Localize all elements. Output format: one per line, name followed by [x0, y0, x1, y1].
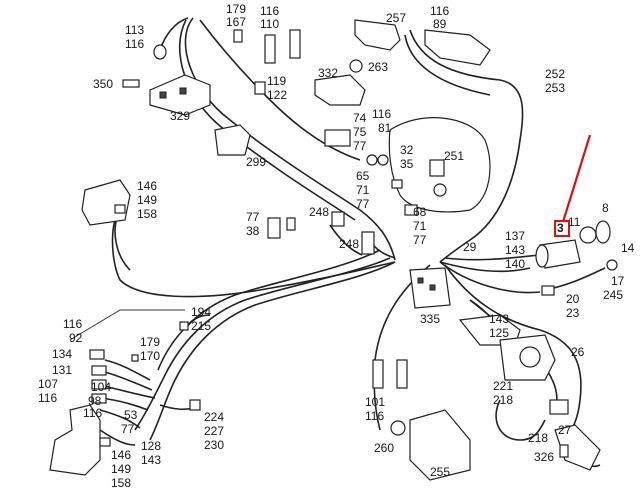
part-label: 8	[602, 201, 609, 215]
part-label: 158	[137, 207, 158, 221]
part-label: 224	[204, 410, 225, 424]
part-label: 140	[505, 257, 526, 271]
part-label: 260	[374, 441, 395, 455]
part-label: 257	[386, 11, 407, 25]
part-label: 89	[433, 17, 447, 31]
part-label: 116	[430, 4, 450, 18]
part-label: 27	[558, 423, 572, 437]
part-label: 11	[568, 215, 581, 229]
part-label: 116	[260, 4, 280, 18]
part-label: 245	[603, 288, 624, 302]
part-label: 14	[621, 241, 635, 255]
components	[49, 19, 618, 481]
part-label: 263	[368, 60, 389, 74]
part-label: 134	[52, 347, 73, 361]
part-label: 71	[356, 183, 370, 197]
part-label: 119	[267, 74, 287, 88]
part-label: 131	[52, 363, 73, 377]
part-label: 146	[111, 448, 132, 462]
highlight-arrow	[561, 134, 592, 223]
part-label: 116	[125, 37, 145, 51]
part-label: 149	[111, 462, 132, 476]
part-label: 26	[571, 345, 585, 359]
part-label: 335	[420, 312, 441, 326]
part-label: 110	[260, 17, 280, 31]
part-label: 65	[356, 169, 370, 183]
part-label: 252	[545, 67, 566, 81]
part-label: 68	[413, 205, 427, 219]
part-label: 77	[413, 233, 427, 247]
part-label: 146	[137, 179, 158, 193]
part-label: 98	[88, 394, 102, 408]
part-label: 116	[365, 409, 385, 423]
part-label: 299	[246, 155, 267, 169]
part-label: 215	[191, 319, 212, 333]
part-label: 101	[365, 395, 386, 409]
part-label: 194	[191, 305, 212, 319]
part-label: 253	[545, 81, 566, 95]
part-label: 77	[246, 210, 260, 224]
part-label: 53	[124, 408, 138, 422]
part-label: 248	[339, 237, 360, 251]
part-label: 170	[140, 349, 161, 363]
part-label: 113	[125, 23, 145, 37]
part-label: 143	[141, 453, 162, 467]
part-label: 326	[534, 450, 555, 464]
part-label: 116	[38, 391, 58, 405]
part-label: 143	[505, 243, 526, 257]
part-label: 179	[226, 2, 247, 16]
part-label: 332	[318, 66, 339, 80]
part-label: 116	[372, 107, 392, 121]
highlight-box	[554, 220, 570, 237]
part-label: 116	[63, 317, 83, 331]
part-label: 218	[493, 393, 514, 407]
highlight-label: 3	[557, 221, 564, 235]
part-label: 116	[83, 406, 103, 420]
part-label: 248	[309, 205, 330, 219]
part-label: 38	[246, 224, 260, 238]
part-label: 167	[226, 15, 247, 29]
part-label: 92	[69, 331, 83, 345]
part-label: 137	[505, 229, 526, 243]
part-label: 350	[93, 77, 114, 91]
part-label: 81	[378, 121, 392, 135]
part-label: 77	[353, 139, 367, 153]
part-label: 75	[353, 125, 367, 139]
part-label: 329	[170, 109, 191, 123]
part-label: 77	[356, 197, 370, 211]
part-label: 149	[137, 193, 158, 207]
part-label: 251	[444, 149, 465, 163]
part-label: 218	[528, 431, 549, 445]
part-label: 255	[430, 465, 451, 479]
part-label: 77	[121, 422, 135, 436]
part-label: 35	[400, 157, 414, 171]
part-label: 71	[413, 219, 427, 233]
part-label: 29	[463, 240, 477, 254]
part-label: 32	[400, 143, 414, 157]
part-label: 20	[566, 292, 580, 306]
part-label: 104	[91, 380, 112, 394]
part-label: 227	[204, 424, 225, 438]
part-label: 158	[111, 476, 132, 490]
part-label: 230	[204, 438, 225, 452]
part-label: 143	[489, 312, 510, 326]
part-label: 17	[611, 274, 625, 288]
part-label: 107	[38, 377, 59, 391]
part-label: 221	[493, 379, 514, 393]
part-label: 128	[141, 439, 162, 453]
part-label: 125	[489, 326, 510, 340]
part-label: 74	[353, 111, 367, 125]
part-label: 122	[267, 88, 288, 102]
part-label: 179	[140, 335, 161, 349]
part-label: 23	[566, 306, 580, 320]
